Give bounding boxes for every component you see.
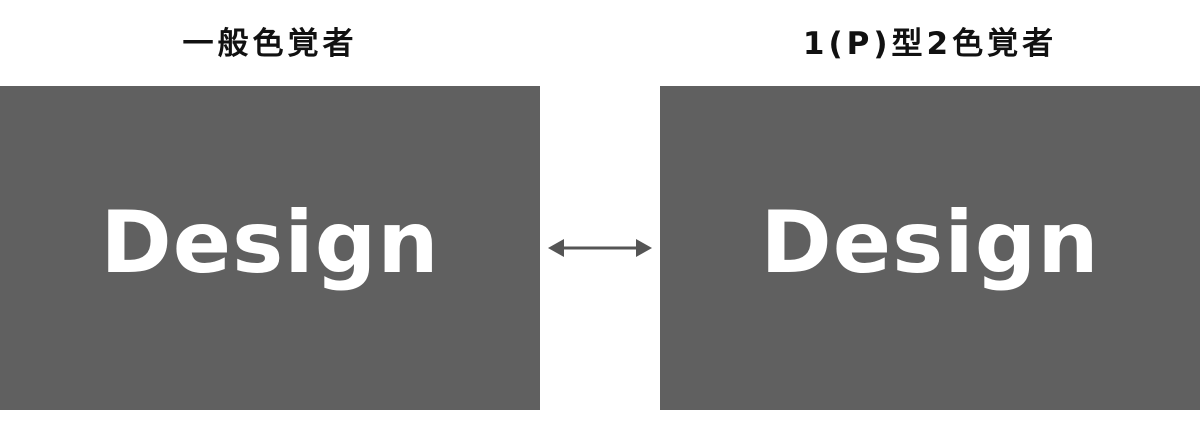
panel-protanope-vision: Design (660, 86, 1200, 410)
caption-protanope-vision: 1(P)型2色覚者 (802, 26, 1058, 62)
panel-word-protanope: Design (760, 193, 1100, 293)
caption-normal-vision: 一般色覚者 (182, 26, 358, 62)
double-headed-arrow-icon (548, 239, 652, 257)
panel-normal-vision: Design (0, 86, 540, 410)
panel-word-normal: Design (100, 193, 440, 293)
